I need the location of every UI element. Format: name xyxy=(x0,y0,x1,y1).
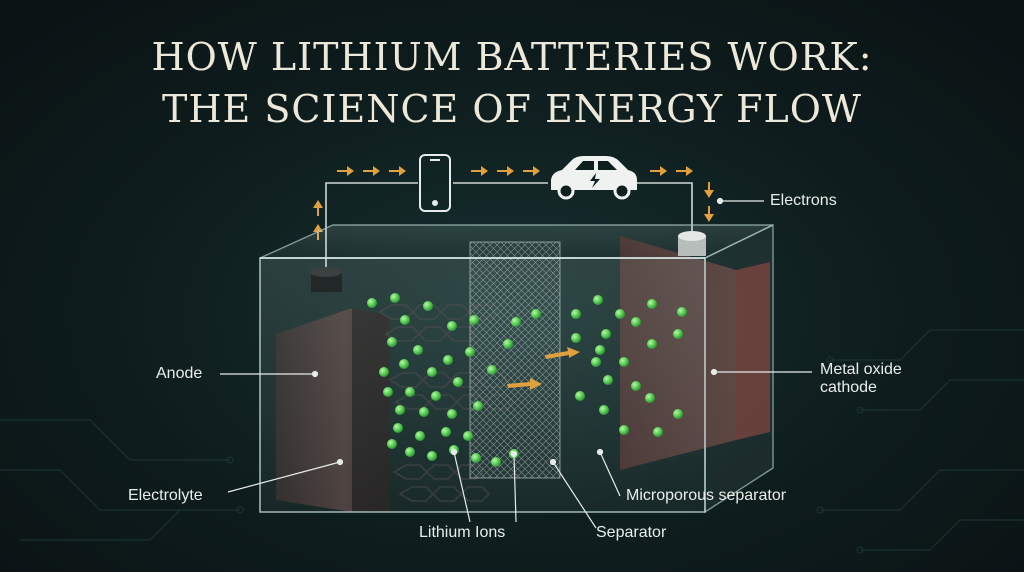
label-electrolyte: Electrolyte xyxy=(128,487,203,505)
lithium-ion xyxy=(405,447,415,457)
electron-arrow-icon xyxy=(523,166,540,176)
lithium-ion xyxy=(427,451,437,461)
electric-car-icon xyxy=(551,156,637,198)
lithium-ion xyxy=(453,377,463,387)
lithium-ion xyxy=(441,427,451,437)
lithium-ion xyxy=(405,387,415,397)
label-electrons: Electrons xyxy=(770,192,837,210)
lithium-ion xyxy=(615,309,625,319)
lithium-ion xyxy=(647,299,657,309)
electron-arrow-icon xyxy=(497,166,514,176)
lithium-ion xyxy=(395,405,405,415)
lithium-ion xyxy=(447,321,457,331)
lithium-ion xyxy=(591,357,601,367)
electron-arrow-icon xyxy=(650,166,667,176)
electron-arrow-icon xyxy=(704,182,714,198)
battery-cell xyxy=(260,225,773,512)
electron-arrow-icon xyxy=(704,206,714,222)
lithium-ion xyxy=(473,401,483,411)
lithium-ion xyxy=(601,329,611,339)
title-line-1: HOW LITHIUM BATTERIES WORK: xyxy=(0,38,1024,76)
label-lithium-ions: Lithium Ions xyxy=(419,524,505,542)
electron-arrow-icon xyxy=(676,166,693,176)
lithium-ion xyxy=(603,375,613,385)
lithium-ion xyxy=(383,387,393,397)
lithium-ion xyxy=(419,407,429,417)
lithium-ion xyxy=(677,307,687,317)
lithium-ion xyxy=(673,329,683,339)
lithium-ion xyxy=(400,315,410,325)
lithium-ion xyxy=(631,381,641,391)
lithium-ion xyxy=(423,301,433,311)
lithium-ion xyxy=(487,365,497,375)
electron-arrow-icon xyxy=(389,166,406,176)
label-separator: Separator xyxy=(596,524,666,542)
lithium-ion xyxy=(619,357,629,367)
lithium-ion xyxy=(575,391,585,401)
lithium-ion xyxy=(571,333,581,343)
electron-arrow-icon xyxy=(363,166,380,176)
lithium-ion xyxy=(471,453,481,463)
lithium-ion xyxy=(593,295,603,305)
lithium-ion xyxy=(673,409,683,419)
lithium-ion xyxy=(491,457,501,467)
smartphone-icon xyxy=(420,155,450,211)
label-cathode-line1: Metal oxide xyxy=(820,361,902,379)
lithium-ion xyxy=(469,315,479,325)
label-microporous-separator: Microporous separator xyxy=(626,487,786,505)
negative-terminal xyxy=(310,267,342,292)
lithium-ion xyxy=(531,309,541,319)
lithium-ion xyxy=(443,355,453,365)
lithium-ion xyxy=(511,317,521,327)
lithium-ion xyxy=(645,393,655,403)
lithium-ion xyxy=(463,431,473,441)
lithium-ion xyxy=(571,309,581,319)
label-cathode: Metal oxide cathode xyxy=(820,361,902,398)
lithium-ion xyxy=(465,347,475,357)
lithium-ion xyxy=(387,337,397,347)
lithium-ion xyxy=(390,293,400,303)
lithium-ion xyxy=(599,405,609,415)
lithium-ion xyxy=(413,345,423,355)
lithium-ion xyxy=(431,391,441,401)
lithium-ion xyxy=(653,427,663,437)
lithium-ion xyxy=(387,439,397,449)
electron-arrow-icon xyxy=(313,200,323,216)
lithium-ion xyxy=(647,339,657,349)
lithium-ion xyxy=(447,409,457,419)
lithium-ion xyxy=(619,425,629,435)
electron-arrow-icon xyxy=(471,166,488,176)
electron-arrow-icon xyxy=(337,166,354,176)
lithium-ion xyxy=(427,367,437,377)
lithium-ion xyxy=(367,298,377,308)
lithium-ion xyxy=(503,339,513,349)
lithium-ion xyxy=(595,345,605,355)
lithium-ion xyxy=(399,359,409,369)
positive-terminal xyxy=(678,231,706,256)
title-line-2: THE SCIENCE OF ENERGY FLOW xyxy=(0,90,1024,128)
label-anode: Anode xyxy=(156,365,202,383)
lithium-ion xyxy=(631,317,641,327)
lithium-ion xyxy=(379,367,389,377)
lithium-ion xyxy=(415,431,425,441)
label-cathode-line2: cathode xyxy=(820,379,902,397)
lithium-ion xyxy=(393,423,403,433)
